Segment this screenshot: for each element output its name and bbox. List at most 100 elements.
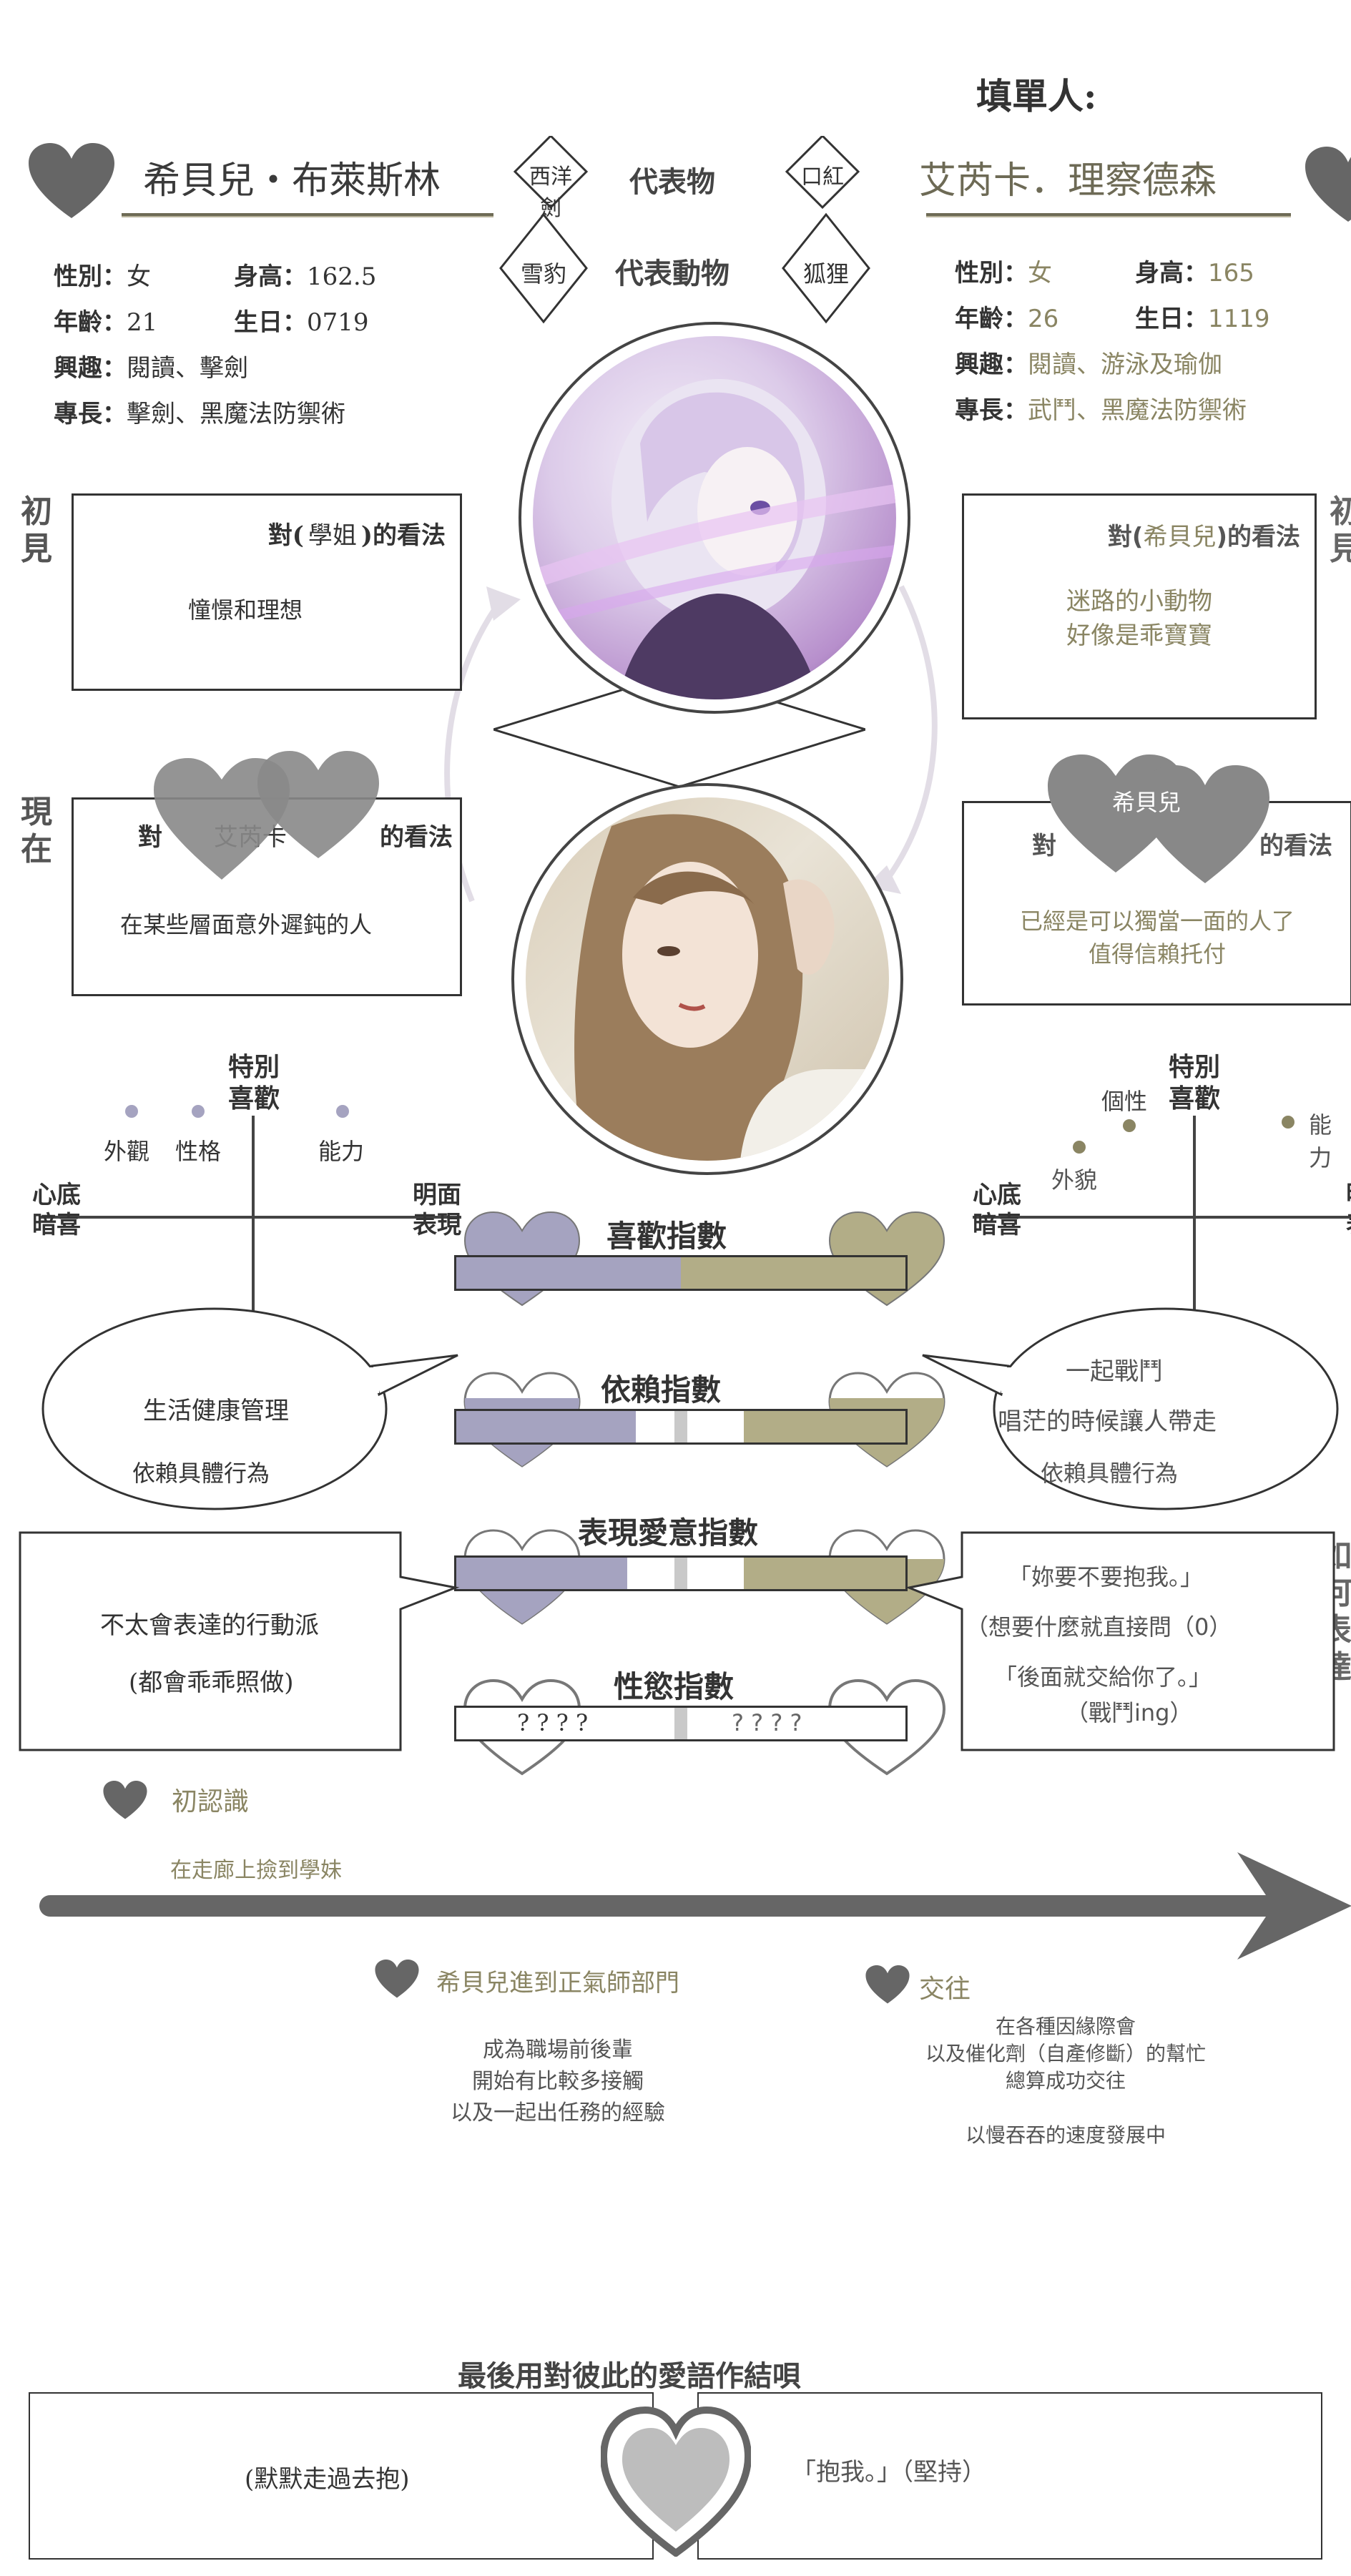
left-chart-dot-personality [192,1105,205,1118]
right-dep-bubble [922,1307,1339,1510]
left-dep-text: 生活健康管理 [143,1397,289,1425]
left-heart-icon [29,143,114,218]
timeline-arrow [39,1852,1351,1960]
left-chart-h-axis [39,1216,461,1219]
center-diamonds [499,136,870,324]
date-heart-icon [865,1965,910,2004]
right-express-box [907,1531,1335,1751]
closing-heart-icon [601,2406,751,2557]
side-label-first-left: 初 見 [21,493,52,567]
right-chart-v-axis [1193,1116,1196,1323]
left-final-box: (默默走過去抱) [29,2392,654,2560]
mid-title: 希貝兒進到正氣師部門 [436,1969,679,1997]
item-left: 西洋劍 [529,164,572,221]
left-express-text-1: 不太會表達的行動派 [100,1611,319,1640]
left-express-box [19,1531,460,1751]
express-meter-right-fill [743,1558,905,1589]
express-meter-left-fill [456,1558,627,1589]
right-express-text-3: 「後面就交給你了。」 [994,1663,1212,1691]
right-first-box: 對(希貝兒)的看法 迷路的小動物 好像是乖寶寶 [962,493,1317,719]
first-meet-heart-icon [103,1781,147,1819]
right-dep-caption: 依賴具體行為 [1041,1460,1179,1487]
right-chart-dot-looks [1073,1141,1086,1154]
express-meter-label: 表現愛意指數 [578,1515,759,1550]
left-dep-bubble [41,1307,458,1510]
portrait-erica [511,783,903,1175]
right-name: 艾芮卡．理察德森 [919,159,1217,202]
like-meter-left-fill [456,1257,681,1289]
right-first-text-2: 好像是乖寶寶 [1066,621,1212,650]
left-lust-text: ? ? ? ? [517,1709,589,1736]
right-express-text-2: （想要什麼就直接問（0） [966,1613,1232,1641]
like-meter-label: 喜歡指數 [606,1219,727,1254]
right-express-text-4: （戰鬥ing） [1066,1699,1193,1726]
side-label-first-right: 初 見 [1330,493,1351,567]
animal-label: 代表動物 [615,257,729,290]
right-chart-dot-personality [1123,1119,1136,1132]
depend-meter-right-fill [743,1411,905,1442]
left-chart-top: 特別 喜歡 [227,1052,280,1114]
right-heart-icon [1305,147,1351,222]
left-chart-label-appearance: 外觀 [104,1138,150,1165]
right-express-text-1: 「妳要不要抱我。」 [1008,1563,1204,1591]
left-chart-label-ability: 能力 [318,1138,365,1165]
right-now-text-1: 已經是可以獨當一面的人了 [1019,908,1294,935]
right-dep-text-2: 唱茫的時候讓人帶走 [998,1407,1217,1436]
left-chart-dot-ability [336,1105,349,1118]
first-meet-text: 在走廊上撿到學妹 [170,1858,342,1883]
depend-meter-label: 依賴指數 [601,1372,722,1407]
left-first-box: 對(學姐)的看法 憧憬和理想 [72,493,462,691]
first-meet-title: 初認識 [172,1787,250,1817]
right-chart-right: 明面 表現 [1323,1180,1351,1240]
left-dep-caption: 依賴具體行為 [132,1460,270,1487]
right-dep-text-1: 一起戰鬥 [1066,1357,1163,1386]
left-name: 希貝兒・布萊斯林 [143,159,441,202]
left-now-hearts-icon [154,751,379,880]
lust-meter-label: 性慾指數 [614,1669,735,1704]
right-now-hearts-icon [1048,754,1269,883]
date-text: 在各種因緣際會 以及催化劑（自產修斷）的幫忙 總算成功交往 以慢吞吞的速度發展中 [925,2015,1206,2147]
right-now-title-name: 希貝兒 [1112,789,1181,816]
left-name-underline [122,213,493,217]
right-chart-label-ability: 能力 [1309,1111,1332,1171]
right-chart-left: 心底 暗喜 [973,1181,1021,1239]
depend-meter-bar [454,1409,908,1445]
right-chart-h-axis [973,1216,1351,1219]
left-chart-v-axis [252,1116,255,1323]
left-chart-dot-appearance [125,1105,138,1118]
mid-text: 成為職場前後輩 開始有比較多接觸 以及一起出任務的經驗 [451,2037,665,2125]
left-express-text-2: (都會乖乖照做) [129,1668,294,1697]
date-title: 交往 [919,1975,971,2004]
animal-left: 雪豹 [520,260,566,287]
closing-title: 最後用對彼此的愛語作結唄 [458,2359,801,2393]
right-chart-label-looks: 外貌 [1051,1166,1098,1194]
left-chart-left: 心底 暗喜 [32,1181,81,1239]
right-chart-label-personality: 個性 [1101,1088,1148,1115]
right-name-underline [926,213,1291,217]
animal-right: 狐狸 [802,260,849,287]
lust-meter-bar: ? ? ? ? ? ? ? ? [454,1706,908,1741]
right-now-text-2: 值得信賴托付 [1088,940,1226,968]
right-first-text-1: 迷路的小動物 [1066,587,1212,616]
like-meter-right-fill [681,1257,905,1289]
left-chart-right: 明面 表現 [413,1181,461,1239]
mid-heart-icon [375,1960,419,1998]
left-first-text: 憧憬和理想 [188,596,303,624]
left-chart-label-personality: 性格 [175,1138,222,1165]
express-meter-bar [454,1555,908,1591]
like-meter-bar [454,1255,908,1291]
filler-label: 填單人: [976,75,1097,117]
side-label-now-left: 現 在 [21,794,52,867]
item-right: 口紅 [801,164,844,190]
depend-meter-left-fill [456,1411,637,1442]
right-final-text: 「抱我。」（堅持） [792,2458,986,2487]
left-final-text: (默默走過去抱) [245,2465,410,2494]
right-chart-top: 特別 喜歡 [1168,1052,1220,1114]
right-chart-dot-ability [1282,1116,1294,1129]
left-now-text: 在某些層面意外遲鈍的人 [120,911,373,938]
right-final-box: 「抱我。」（堅持） [697,2392,1322,2560]
item-label: 代表物 [629,165,715,199]
right-lust-text: ? ? ? ? [732,1709,802,1736]
